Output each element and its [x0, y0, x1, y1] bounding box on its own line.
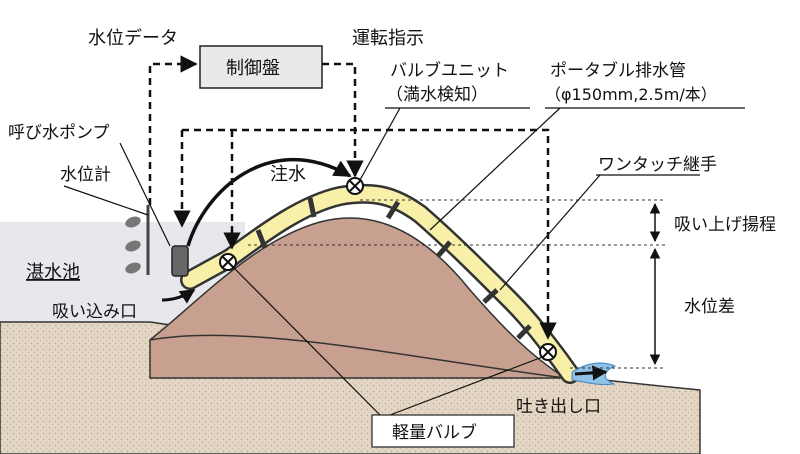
light-valve-label-box — [371, 414, 515, 448]
leader-light-valve-1 — [231, 265, 381, 416]
label-control-panel: 制御盤 — [226, 58, 280, 79]
control-loop-line — [182, 128, 557, 340]
water-level-data-line — [148, 55, 198, 205]
leader-one-touch-joint — [499, 174, 601, 291]
priming-pump — [171, 245, 189, 277]
label-suction-lift: 吸い上げ揚程 — [674, 215, 776, 235]
label-valve-unit-2: （満水検知） — [386, 85, 488, 105]
intake-arrow — [161, 288, 196, 304]
pipe-joints — [255, 197, 532, 340]
control-panel-box — [199, 45, 323, 89]
label-one-touch-joint: ワンタッチ継手 — [598, 155, 717, 175]
label-flooded-pond: 湛水池 — [26, 262, 80, 283]
label-light-valve: 軽量バルブ — [392, 422, 477, 443]
label-outlet: 吐き出し口 — [516, 397, 601, 417]
water-level-gauge — [125, 205, 150, 275]
label-water-level-data: 水位データ — [88, 28, 178, 49]
label-operation-instruction: 運転指示 — [352, 28, 424, 49]
leader-light-valve-2 — [389, 355, 546, 416]
label-water-injection: 注水 — [270, 164, 306, 185]
label-water-level-diff: 水位差 — [684, 297, 735, 317]
leader-valve-unit — [359, 107, 401, 181]
leader-priming-pump — [119, 142, 171, 247]
label-portable-pipe-1: ポータブル排水管 — [550, 60, 686, 81]
label-water-level-gauge: 水位計 — [60, 165, 111, 185]
embankment — [149, 217, 568, 379]
leader-portable-pipe — [429, 107, 561, 231]
leader-water-level-gauge — [63, 185, 149, 216]
operation-instruction-line — [322, 62, 364, 178]
label-valve-unit-1: バルブユニット — [390, 60, 509, 81]
water-injection-arrow — [186, 157, 352, 247]
label-priming-pump: 呼び水ポンプ — [8, 123, 110, 143]
valve-unit-top — [346, 177, 364, 195]
label-intake: 吸い込み口 — [52, 302, 137, 322]
label-portable-pipe-2: （φ150mm,2.5m/本） — [545, 85, 717, 104]
